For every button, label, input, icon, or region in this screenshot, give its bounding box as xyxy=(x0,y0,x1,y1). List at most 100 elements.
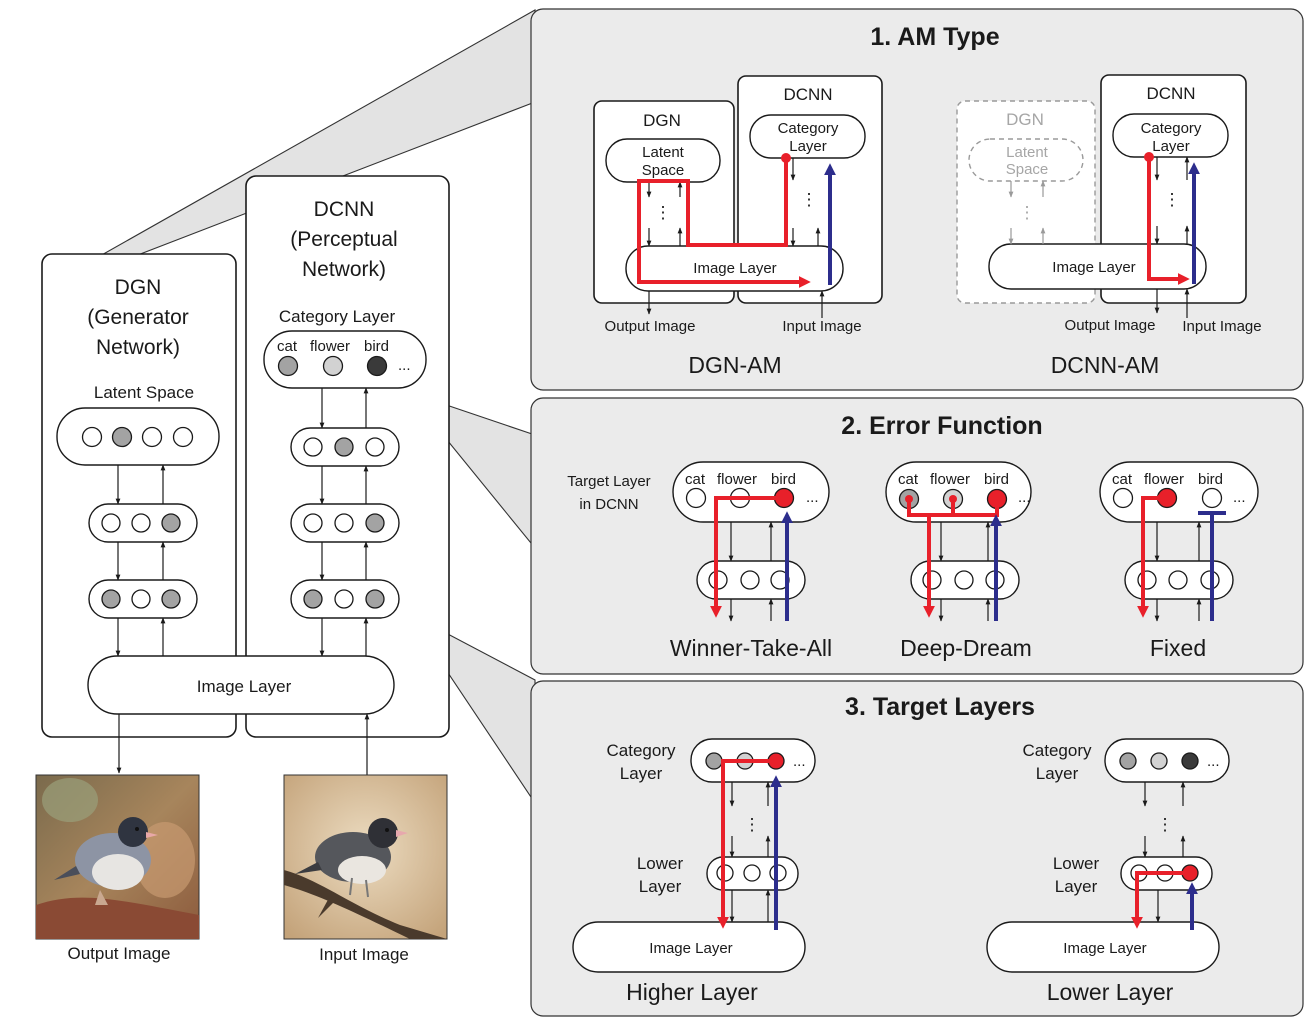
dgn-am-output-label: Output Image xyxy=(605,318,696,335)
svg-text:...: ... xyxy=(1018,489,1031,506)
dgn-node xyxy=(161,589,181,609)
latent-space-label: Latent Space xyxy=(94,383,194,402)
dgn-node xyxy=(101,513,121,533)
wta-target-layer xyxy=(672,461,830,523)
dgn-title-line2: (Generator xyxy=(87,306,189,329)
svg-text:Layer: Layer xyxy=(639,877,682,896)
svg-text:Layer: Layer xyxy=(620,764,663,783)
dcnn-node xyxy=(334,513,354,533)
category-line2: Layer xyxy=(789,138,827,155)
flower-node xyxy=(322,355,344,377)
caption-wta: Winner-Take-All xyxy=(670,635,832,661)
caption-deep-dream: Deep-Dream xyxy=(900,635,1032,661)
svg-text:cat: cat xyxy=(685,471,706,488)
svg-text:bird: bird xyxy=(771,471,796,488)
panel-am-type: 1. AM Type DGN DCNN Latent Space Categor… xyxy=(530,8,1304,391)
dgn-title-line3: Network) xyxy=(96,336,180,359)
dgn-am-dcnn-label: DCNN xyxy=(783,85,832,104)
dgn-node xyxy=(161,513,181,533)
dcnn-am-image-layer-label: Image Layer xyxy=(1052,259,1135,276)
dcnn-am-dcnn-label: DCNN xyxy=(1146,84,1195,103)
cat-node xyxy=(277,355,299,377)
dcnn-am-input-label: Input Image xyxy=(1182,318,1261,335)
svg-text:Latent: Latent xyxy=(1006,144,1049,161)
category-flower: flower xyxy=(310,338,350,355)
category-bird: bird xyxy=(364,338,389,355)
dgn-node xyxy=(101,589,121,609)
svg-text:...: ... xyxy=(793,753,806,770)
dcnn-am-dgn-label: DGN xyxy=(1006,110,1044,129)
left-image-layer xyxy=(87,655,395,715)
svg-text:Category: Category xyxy=(607,741,676,760)
panel3-title: 3. Target Layers xyxy=(845,693,1035,721)
panel-target-layers: 3. Target Layers Category Layer Lower La… xyxy=(530,680,1304,1017)
output-image xyxy=(35,774,200,940)
svg-text:Category: Category xyxy=(1023,741,1092,760)
fixed-target-layer xyxy=(1099,461,1259,523)
svg-text:⋮: ⋮ xyxy=(1157,815,1174,834)
dgn-am-image-layer-label: Image Layer xyxy=(693,260,776,277)
svg-text:⋮: ⋮ xyxy=(801,190,818,209)
dcnn-am-category-layer xyxy=(1112,113,1229,158)
svg-text:Lower: Lower xyxy=(1053,854,1100,873)
input-image xyxy=(283,774,448,940)
latent-node xyxy=(111,426,133,448)
dcnn-node xyxy=(365,437,385,457)
svg-text:bird: bird xyxy=(984,471,1009,488)
dcnn-node xyxy=(365,513,385,533)
svg-text:⋮: ⋮ xyxy=(744,815,761,834)
bird-node xyxy=(366,355,388,377)
output-image-label: Output Image xyxy=(67,944,170,963)
svg-text:⋮: ⋮ xyxy=(1019,203,1036,222)
dgn-am-dgn-label: DGN xyxy=(643,111,681,130)
category-ellipsis: ... xyxy=(398,357,411,374)
svg-text:...: ... xyxy=(1207,753,1220,770)
caption-higher-layer: Higher Layer xyxy=(626,979,758,1005)
ellipsis-vertical: ⋮ xyxy=(655,203,672,222)
caption-lower-layer: Lower Layer xyxy=(1047,979,1174,1005)
dcnn-node xyxy=(365,589,385,609)
svg-text:cat: cat xyxy=(898,471,919,488)
dcnn-am-error-path xyxy=(1147,157,1190,285)
svg-text:Image Layer: Image Layer xyxy=(1063,940,1146,957)
target-layer-line1: Target Layer xyxy=(567,473,650,490)
input-image-label: Input Image xyxy=(319,945,409,964)
dcnn-node xyxy=(303,437,323,457)
latent-node xyxy=(172,426,194,448)
svg-text:Lower: Lower xyxy=(637,854,684,873)
category-line1: Category xyxy=(778,120,839,137)
latent-line1: Latent xyxy=(642,144,685,161)
category-layer-pill xyxy=(263,330,427,389)
latent-node xyxy=(141,426,163,448)
svg-text:⋮: ⋮ xyxy=(1164,190,1181,209)
dcnn-title-line2: (Perceptual xyxy=(290,228,397,251)
left-network: DGN (Generator Network) DCNN (Perceptual… xyxy=(41,175,450,775)
dgn-node xyxy=(131,513,151,533)
latent-space-layer xyxy=(56,407,220,466)
svg-text:flower: flower xyxy=(717,471,757,488)
dcnn-node xyxy=(303,589,323,609)
svg-text:Layer: Layer xyxy=(1152,138,1190,155)
svg-text:Image Layer: Image Layer xyxy=(649,940,732,957)
svg-text:...: ... xyxy=(1233,489,1246,506)
dcnn-title-line3: Network) xyxy=(302,258,386,281)
caption-fixed: Fixed xyxy=(1150,635,1206,661)
lower-image-layer xyxy=(986,921,1220,973)
dcnn-node xyxy=(334,437,354,457)
dgn-node xyxy=(131,589,151,609)
latent-line2: Space xyxy=(642,162,685,179)
category-layer-label: Category Layer xyxy=(279,307,396,326)
dcnn-am-output-label: Output Image xyxy=(1065,317,1156,334)
higher-image-layer xyxy=(572,921,806,973)
dgn-title-line1: DGN xyxy=(115,276,162,299)
caption-dgn-am: DGN-AM xyxy=(688,352,781,378)
left-image-layer-label: Image Layer xyxy=(197,677,292,696)
target-layer-line2: in DCNN xyxy=(579,496,638,513)
panel1-title: 1. AM Type xyxy=(870,23,999,51)
svg-text:Space: Space xyxy=(1006,161,1049,178)
category-cat: cat xyxy=(277,338,298,355)
panel2-title: 2. Error Function xyxy=(841,412,1042,440)
svg-text:...: ... xyxy=(806,489,819,506)
svg-text:flower: flower xyxy=(1144,471,1184,488)
